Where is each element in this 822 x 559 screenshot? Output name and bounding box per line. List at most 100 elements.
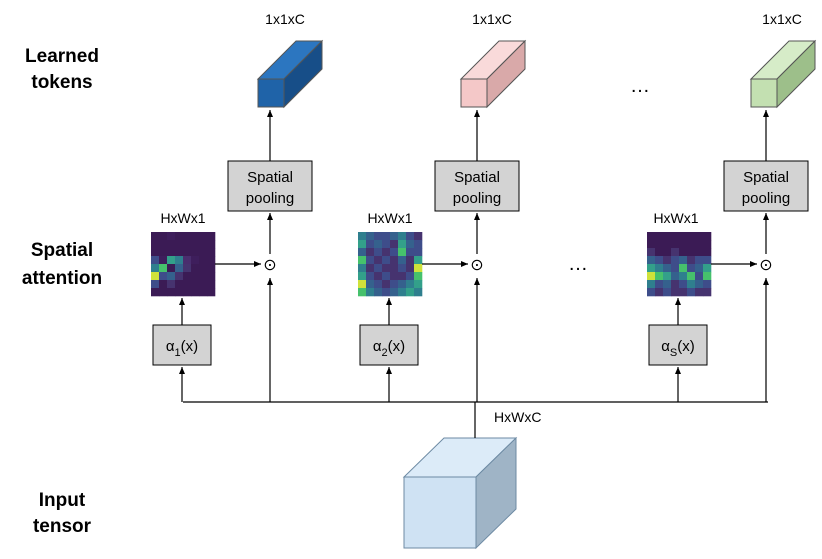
attention-function-label: α1(x) xyxy=(166,338,198,359)
heatmap-cell xyxy=(151,264,160,273)
heatmap-cell xyxy=(687,232,696,241)
heatmap-cell xyxy=(647,232,656,241)
heatmap-cell xyxy=(390,256,399,265)
heatmap-cell xyxy=(687,288,696,297)
attention-function-box xyxy=(152,324,212,366)
heatmap-cell xyxy=(366,264,375,273)
heatmap-cell xyxy=(167,264,176,273)
heatmap-cell xyxy=(159,288,168,297)
heatmap-cell xyxy=(382,248,391,257)
heatmap-cell xyxy=(703,240,712,249)
heatmap-cell xyxy=(671,248,680,257)
heatmap-cell xyxy=(207,264,216,273)
heatmap-cell xyxy=(398,288,407,297)
spatial-pooling-label: pooling xyxy=(453,190,501,207)
heatmap-cell xyxy=(695,256,704,265)
heatmap-cell xyxy=(207,272,216,281)
heatmap-cell xyxy=(398,232,407,241)
heatmap-cell xyxy=(390,280,399,289)
heatmap-cell xyxy=(366,248,375,257)
heatmap-cell xyxy=(671,240,680,249)
heatmap-cell xyxy=(207,256,216,265)
heatmap-cell xyxy=(374,272,383,281)
heatmap-cell xyxy=(167,288,176,297)
heatmap-cell xyxy=(647,264,656,273)
heatmap-cell xyxy=(151,240,160,249)
heatmap-cell xyxy=(199,264,208,273)
heatmap-cell xyxy=(207,280,216,289)
heatmap-cell xyxy=(406,288,415,297)
heatmap-cell xyxy=(199,240,208,249)
heatmap-cell xyxy=(366,256,375,265)
heatmap-cell xyxy=(151,248,160,257)
heatmap-cell xyxy=(374,256,383,265)
heatmap-cell xyxy=(390,232,399,241)
heatmap-cell xyxy=(167,280,176,289)
attention-dim-label: HxWx1 xyxy=(160,210,205,226)
attention-function-label: αS(x) xyxy=(661,338,695,359)
row-label-input-tensor: Input tensor xyxy=(33,490,92,537)
heatmap-cell xyxy=(167,256,176,265)
heatmap-cell xyxy=(695,280,704,289)
heatmap-cell xyxy=(663,248,672,257)
heatmap-cell xyxy=(671,256,680,265)
heatmap-cell xyxy=(647,288,656,297)
heatmap-cell xyxy=(358,256,367,265)
heatmap-cell xyxy=(695,248,704,257)
heatmap-cell xyxy=(414,264,423,273)
heatmap-cell xyxy=(647,272,656,281)
heatmap-cell xyxy=(358,280,367,289)
heatmap-cell xyxy=(366,280,375,289)
heatmap-cell xyxy=(679,256,688,265)
heatmap-cell xyxy=(679,272,688,281)
heatmap-cell xyxy=(406,256,415,265)
heatmap-cell xyxy=(679,232,688,241)
heatmap-cell xyxy=(414,272,423,281)
heatmap-cell xyxy=(374,240,383,249)
row-label-line: Learned xyxy=(25,46,99,67)
heatmap-cell xyxy=(687,256,696,265)
spatial-pooling-label: Spatial xyxy=(743,169,789,186)
heatmap-cell xyxy=(655,264,664,273)
heatmap-cell xyxy=(175,232,184,241)
heatmap-cell xyxy=(414,248,423,257)
token-front-face xyxy=(257,78,285,108)
row-label-line: tokens xyxy=(31,72,92,93)
token-front-face xyxy=(460,78,488,108)
heatmap-cell xyxy=(382,240,391,249)
row-label-line: tensor xyxy=(33,516,92,537)
heatmap-cell xyxy=(655,248,664,257)
heatmap-cell xyxy=(655,256,664,265)
heatmap-cell xyxy=(374,288,383,297)
heatmap-cell xyxy=(655,240,664,249)
heatmap-cell xyxy=(703,264,712,273)
heatmap-cell xyxy=(151,256,160,265)
heatmap-cell xyxy=(366,288,375,297)
heatmap-cell xyxy=(671,280,680,289)
heatmap-cell xyxy=(663,232,672,241)
heatmap-cell xyxy=(703,272,712,281)
row-label-spatial-attention: Spatial attention xyxy=(22,240,102,289)
heatmap-cell xyxy=(175,288,184,297)
heatmap-cell xyxy=(398,248,407,257)
heatmap-cell xyxy=(358,248,367,257)
heatmap-cell xyxy=(671,264,680,273)
ellipsis-tokens: … xyxy=(630,75,650,97)
heatmap-cell xyxy=(406,248,415,257)
heatmap-cell xyxy=(374,264,383,273)
spatial-pooling-label: Spatial xyxy=(247,169,293,186)
heatmap-cell xyxy=(695,232,704,241)
heatmap-cell xyxy=(199,248,208,257)
heatmap-cell xyxy=(175,272,184,281)
heatmap-cell xyxy=(695,272,704,281)
heatmap-cell xyxy=(159,232,168,241)
attention-function-box xyxy=(359,324,419,366)
heatmap-cell xyxy=(183,280,192,289)
spatial-pooling-label: Spatial xyxy=(454,169,500,186)
heatmap-cell xyxy=(390,264,399,273)
heatmap-cell xyxy=(687,264,696,273)
heatmap-cell xyxy=(183,232,192,241)
heatmap-cell xyxy=(358,264,367,273)
